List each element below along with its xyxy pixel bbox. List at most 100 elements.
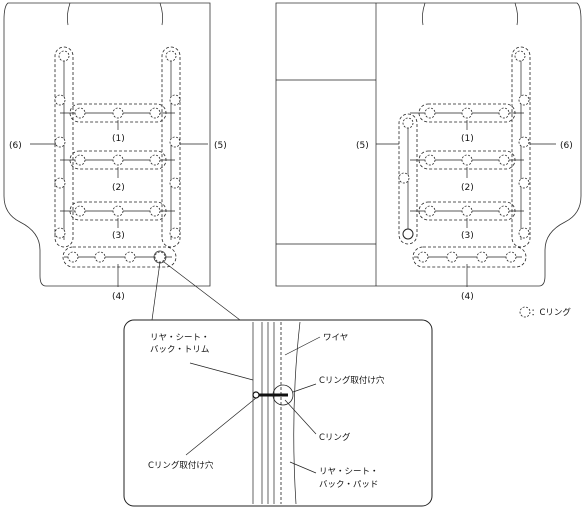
c-ring — [505, 251, 517, 263]
pad-contour-line — [293, 321, 301, 505]
c-ring — [461, 205, 473, 217]
c-ring — [498, 205, 510, 217]
right-seat-top-seam-left — [421, 2, 426, 26]
pad-label-line1: リヤ・シート・ — [319, 467, 379, 477]
c-ring — [149, 205, 161, 217]
c-ring — [67, 251, 79, 263]
right-row-1 — [410, 103, 524, 130]
legend-text: ：Cリング — [531, 307, 571, 318]
left-label-2: (2) — [112, 183, 125, 193]
left-seat-back: (1) (2) (3) (4) (5) (6) — [3, 2, 227, 302]
c-ring — [54, 94, 66, 106]
left-label-3: (3) — [112, 231, 125, 241]
c-ring — [74, 154, 86, 166]
ring-label: Cリング — [319, 432, 351, 443]
c-ring — [149, 107, 161, 119]
leader-trim — [189, 362, 254, 381]
right-label-4: (4) — [461, 292, 474, 302]
trim-label-line1: リヤ・シート・ — [150, 333, 210, 343]
c-ring — [169, 136, 181, 148]
left-seat-outline — [3, 2, 211, 287]
right-rings-5 — [398, 117, 414, 240]
c-ring — [402, 117, 414, 129]
leader-wire — [284, 336, 321, 356]
right-rings-6 — [514, 50, 530, 239]
c-ring — [461, 154, 473, 166]
c-ring — [518, 177, 530, 189]
c-ring — [476, 251, 488, 263]
right-row-2 — [410, 150, 524, 178]
c-ring — [424, 205, 436, 217]
hole-label-left: Cリング取付け穴 — [148, 460, 214, 471]
c-ring — [74, 205, 86, 217]
hole-label-right: Cリング取付け穴 — [319, 375, 385, 386]
c-ring — [154, 251, 166, 263]
c-ring — [94, 251, 106, 263]
c-ring — [74, 107, 86, 119]
right-label-2: (2) — [461, 183, 474, 193]
left-side-strip-5 — [161, 46, 181, 248]
c-ring — [169, 177, 181, 189]
left-row-1 — [60, 103, 175, 130]
c-ring — [398, 172, 410, 184]
left-label-5: (5) — [214, 141, 227, 151]
detail-frame — [123, 319, 433, 507]
leader-hole-left — [185, 397, 257, 456]
leader-hole-right — [292, 383, 317, 393]
c-ring — [514, 50, 526, 62]
c-ring — [112, 205, 124, 217]
left-row-3 — [60, 201, 175, 228]
callout-line — [163, 261, 241, 321]
c-ring — [169, 94, 181, 106]
trim-label-line2: バック・トリム — [150, 345, 209, 355]
c-ring — [498, 107, 510, 119]
legend-ring-icon — [519, 306, 531, 318]
c-ring — [518, 94, 530, 106]
right-label-5: (5) — [356, 141, 369, 151]
c-ring — [417, 251, 429, 263]
left-seat-top-seam-left — [66, 2, 71, 26]
right-label-3: (3) — [461, 231, 474, 241]
left-row-4 — [62, 246, 177, 287]
callout-target-ring — [153, 250, 167, 264]
right-label-6: (6) — [560, 141, 573, 151]
c-ring — [424, 107, 436, 119]
right-seat-outline — [275, 2, 582, 287]
leader-pad — [289, 461, 317, 474]
wire-label: ワイヤ — [323, 333, 348, 343]
c-ring-hole-left — [252, 391, 260, 399]
right-side-strip-6 — [511, 46, 531, 248]
c-ring — [112, 107, 124, 119]
row-strip — [62, 246, 177, 268]
c-ring — [54, 136, 66, 148]
c-ring — [424, 154, 436, 166]
pad-label-line2: バック・パッド — [319, 480, 378, 490]
left-row-2 — [60, 150, 175, 178]
right-row-3 — [410, 201, 524, 228]
c-ring — [112, 154, 124, 166]
c-ring — [461, 107, 473, 119]
row-strip — [412, 246, 527, 268]
c-ring-hole-right — [272, 384, 294, 406]
detail-view: リヤ・シート・ バック・トリム ワイヤ Cリング取付け穴 Cリング Cリング取付… — [123, 319, 433, 507]
left-label-4: (4) — [112, 292, 125, 302]
c-ring — [124, 251, 136, 263]
callout-line — [151, 261, 161, 321]
right-row-4 — [412, 246, 527, 287]
c-ring — [446, 251, 458, 263]
c-ring — [165, 50, 177, 62]
legend: ：Cリング — [519, 306, 571, 318]
c-ring — [54, 227, 66, 239]
c-ring — [518, 227, 530, 239]
right-label-1: (1) — [461, 134, 474, 144]
c-ring — [58, 50, 70, 62]
leader-ring — [284, 399, 317, 435]
left-side-strip-6 — [54, 46, 74, 248]
c-ring — [518, 136, 530, 148]
right-seat-back: (1) (2) (3) (4) (5) (6) — [275, 2, 582, 302]
left-seat-top-seam-right — [159, 2, 164, 26]
c-ring — [54, 177, 66, 189]
left-rings-6 — [54, 50, 70, 239]
